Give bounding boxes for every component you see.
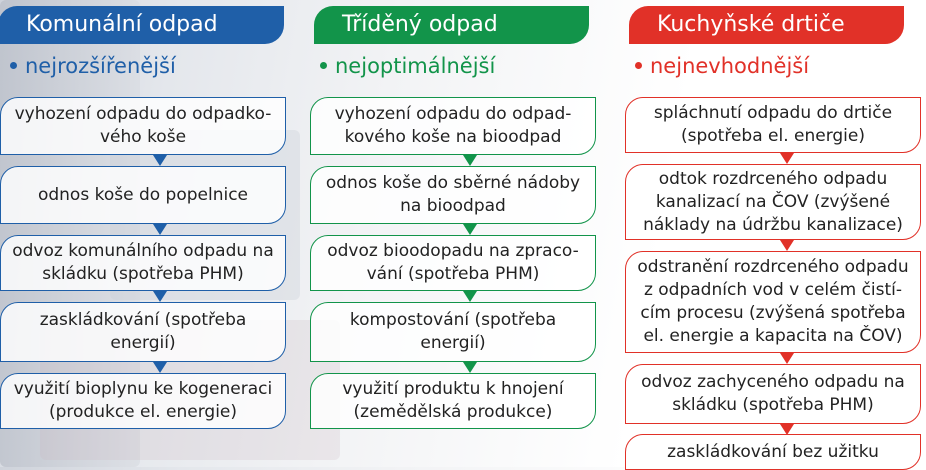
flow-step: zaskládkování bez užitku — [625, 434, 921, 470]
column-title: Komunální odpad — [0, 6, 284, 44]
down-arrow-icon — [153, 224, 167, 235]
flow-step: odtok rozdrceného odpadu kanalizací na Č… — [625, 164, 921, 240]
subtitle-text: nejrozšířenější — [25, 54, 176, 78]
bullet-icon — [635, 61, 642, 69]
flow-step: kompostování (spotřeba energií) — [310, 302, 596, 362]
column-subtitle: nejrozšířenější — [10, 54, 176, 78]
down-arrow-icon — [780, 424, 794, 435]
down-arrow-icon — [153, 291, 167, 302]
flow-step: odnos koše do popelnice — [0, 166, 286, 224]
flow-step: spláchnutí odpadu do drtiče (spotřeba el… — [625, 97, 921, 153]
flow-step: odvoz komunálního odpadu na skládku (spo… — [0, 235, 286, 291]
down-arrow-icon — [780, 353, 794, 364]
down-arrow-icon — [463, 362, 477, 373]
down-arrow-icon — [153, 362, 167, 373]
column-subtitle: nejoptimálnější — [320, 54, 495, 78]
subtitle-text: nejnevhodnější — [650, 54, 810, 78]
bullet-icon — [320, 61, 327, 69]
down-arrow-icon — [463, 291, 477, 302]
column-kuchynske-drtice: Kuchyňské drtiče nejnevhodnější spláchnu… — [625, 0, 921, 470]
flow-step: odvoz bioodopadu na zpraco-vání (spotřeb… — [310, 235, 596, 291]
column-subtitle: nejnevhodnější — [635, 54, 809, 78]
column-trideny-odpad: Tříděný odpad nejoptimálnější vyhození o… — [310, 0, 598, 467]
flow-step: vyhození odpadu do odpad-kového koše na … — [310, 97, 596, 155]
bullet-icon — [10, 61, 17, 69]
flow-step: odvoz zachyceného odpadu na skládku (spo… — [625, 364, 921, 424]
column-komunalni-odpad: Komunální odpad nejrozšířenější vyhození… — [0, 0, 288, 467]
column-title: Kuchyňské drtiče — [629, 6, 904, 44]
down-arrow-icon — [463, 155, 477, 166]
flow-step: využití produktu k hnojení (zemědělská p… — [310, 373, 596, 429]
flow-step: odnos koše do sběrné nádoby na bioodpad — [310, 166, 596, 224]
flow-step: využití bioplynu ke kogeneraci (produkce… — [0, 373, 286, 429]
flow-step: zaskládkování (spotřeba energií) — [0, 302, 286, 362]
down-arrow-icon — [153, 155, 167, 166]
column-title: Tříděný odpad — [314, 6, 589, 44]
subtitle-text: nejoptimálnější — [335, 54, 496, 78]
down-arrow-icon — [780, 153, 794, 164]
flow-step: vyhození odpadu do odpadko-vého koše — [0, 97, 286, 155]
flow-step: odstranění rozdrceného odpadu z odpadníc… — [625, 251, 921, 353]
down-arrow-icon — [463, 224, 477, 235]
down-arrow-icon — [780, 240, 794, 251]
